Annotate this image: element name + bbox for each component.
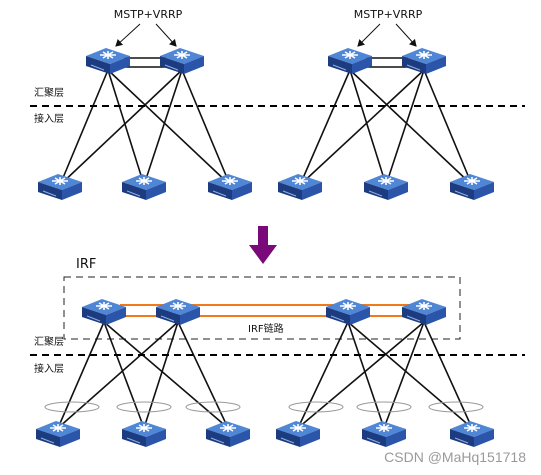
link-aggregation-ellipses (44, 401, 484, 413)
network-switch-icon (121, 420, 167, 448)
top-aggregation-layer-label: 汇聚层 (34, 86, 64, 99)
network-switch-icon (207, 173, 253, 201)
network-switch-icon (159, 47, 205, 75)
network-switch-icon (361, 420, 407, 448)
network-switch-icon (401, 47, 447, 75)
irf-box (63, 276, 461, 340)
bottom-group: IRF IRF链路 (35, 257, 495, 448)
bottom-aggregation-layer-label: 汇聚层 (34, 335, 64, 348)
irf-link-label: IRF链路 (248, 322, 284, 335)
network-switch-icon (327, 47, 373, 75)
network-switch-icon (277, 173, 323, 201)
bottom-links (57, 321, 473, 429)
top-right-arrow-a (357, 23, 381, 47)
network-switch-icon (35, 420, 81, 448)
top-right-group: MSTP+VRRP (277, 8, 495, 201)
down-arrow-icon (249, 226, 277, 264)
top-right-label: MSTP+VRRP (354, 8, 423, 21)
network-switch-icon (205, 420, 251, 448)
network-switch-icon (121, 173, 167, 201)
network-switch-icon (275, 420, 321, 448)
watermark: CSDN @MaHq151718 (384, 449, 526, 465)
top-left-arrow-a (115, 23, 141, 47)
top-right-links (299, 57, 473, 186)
top-left-label: MSTP+VRRP (114, 8, 183, 21)
top-left-arrow-b (155, 23, 177, 47)
network-switch-icon (449, 420, 495, 448)
network-switch-icon (85, 47, 131, 75)
network-switch-icon (37, 173, 83, 201)
bottom-access-layer-label: 接入层 (34, 362, 64, 375)
top-left-links (59, 57, 231, 186)
network-switch-icon (363, 173, 409, 201)
network-switch-icon (449, 173, 495, 201)
top-right-arrow-b (395, 23, 417, 47)
top-access-layer-label: 接入层 (34, 112, 64, 125)
network-switch-icon (401, 298, 447, 326)
irf-label: IRF (76, 257, 96, 272)
top-left-group: MSTP+VRRP (37, 8, 253, 201)
network-switch-icon (155, 298, 201, 326)
network-switch-icon (325, 298, 371, 326)
network-switch-icon (81, 298, 127, 326)
